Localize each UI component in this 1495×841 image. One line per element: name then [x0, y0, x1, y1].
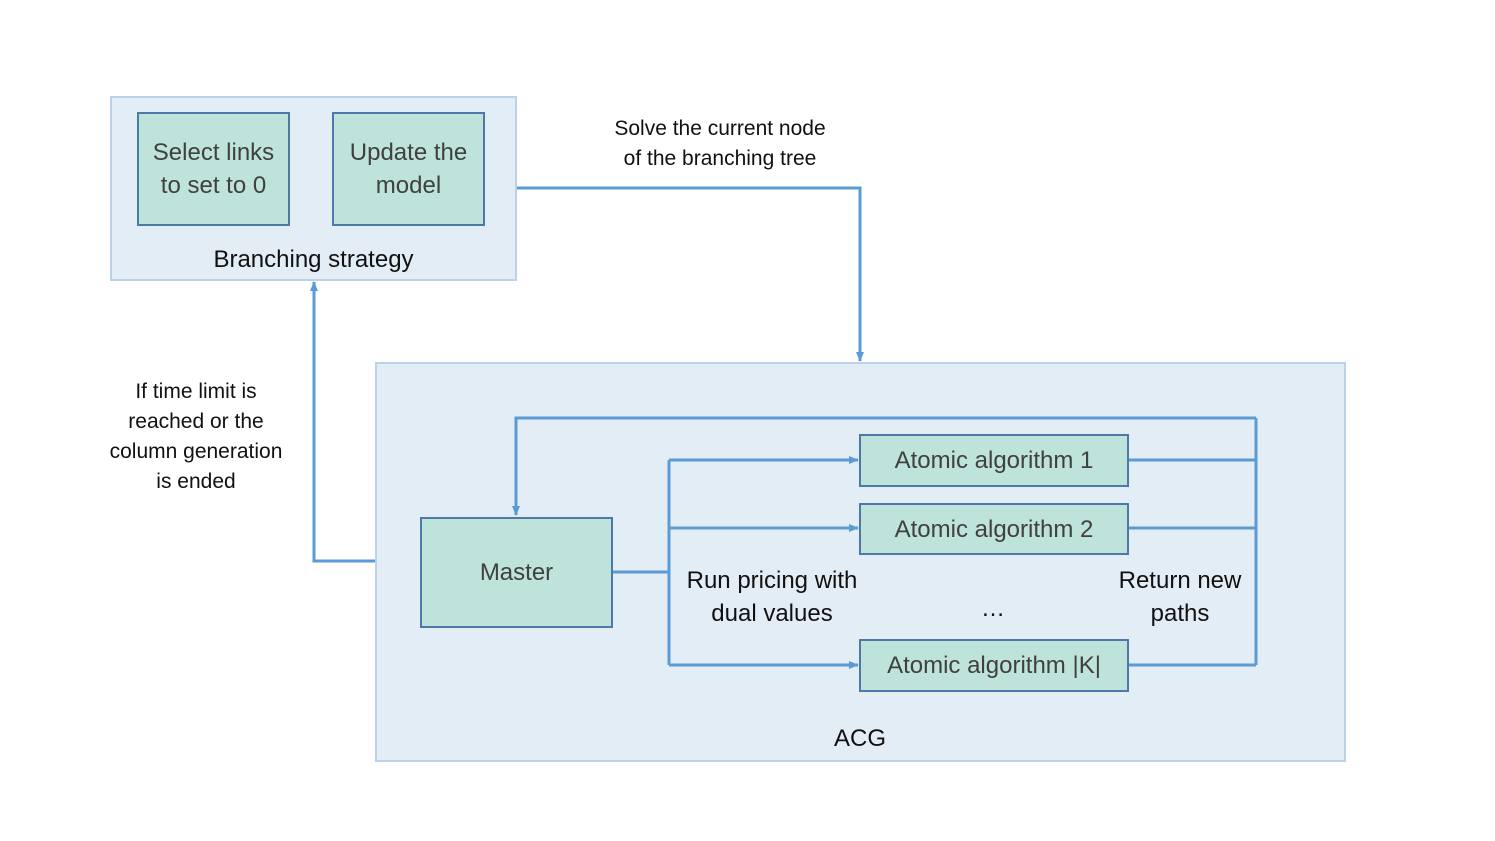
atomic-algorithm-2-box: Atomic algorithm 2 — [859, 503, 1129, 555]
solve-node-label: Solve the current node of the branching … — [614, 117, 826, 170]
branching-strategy-title: Branching strategy — [213, 246, 414, 273]
return-paths-label: Return new paths — [1118, 567, 1242, 627]
atomic-algorithm-1-box: Atomic algorithm 1 — [859, 434, 1129, 487]
acg-title: ACG — [833, 725, 886, 752]
run-pricing-label: Run pricing with dual values — [686, 567, 858, 627]
edge-solve-node — [517, 186, 864, 362]
select-links-box: Select links to set to 0 — [137, 112, 290, 226]
atomic-algorithm-k-box: Atomic algorithm |K| — [859, 639, 1129, 692]
ellipsis-label: … — [981, 595, 1005, 622]
edge-return-to-master — [512, 416, 1256, 516]
edge-time-limit — [310, 281, 375, 563]
update-model-box: Update the model — [332, 112, 485, 226]
master-box: Master — [420, 517, 613, 628]
time-limit-label: If time limit is reached or the column g… — [109, 380, 283, 493]
